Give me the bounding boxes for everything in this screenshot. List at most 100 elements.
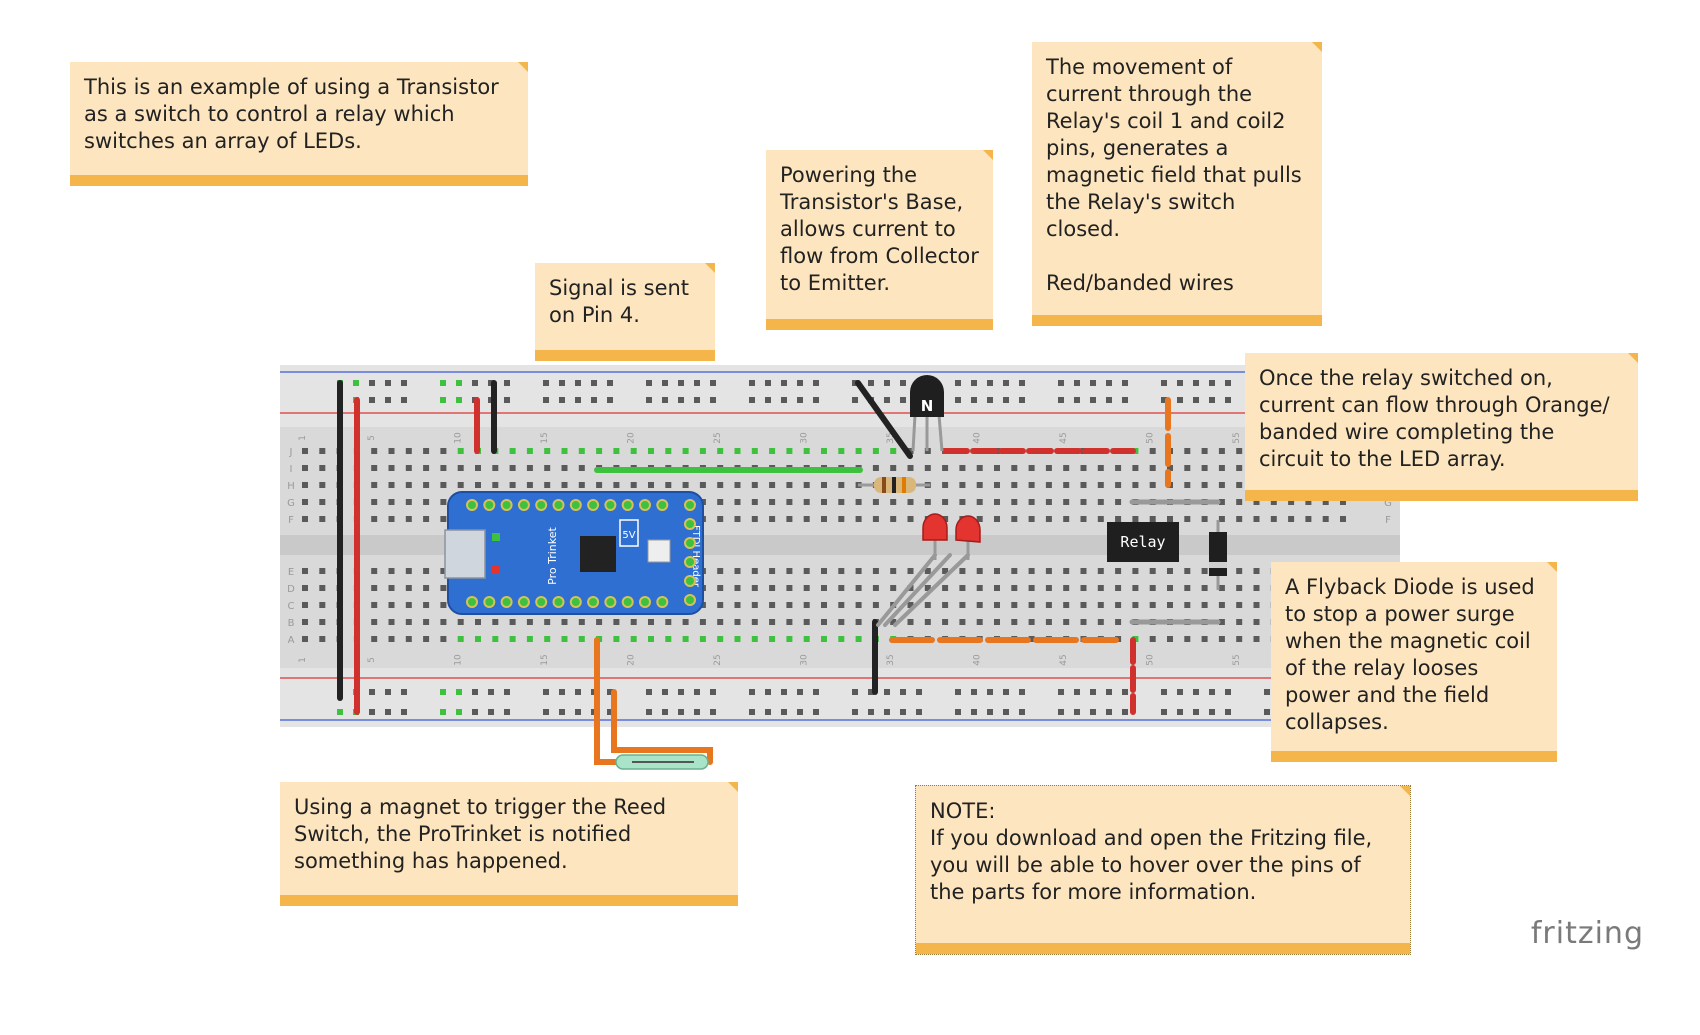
breadboard-hole (401, 380, 407, 386)
breadboard-hole (1045, 602, 1052, 608)
breadboard-hole (900, 689, 906, 695)
breadboard-hole (1011, 619, 1018, 625)
breadboard-hole (472, 689, 478, 695)
breadboard-hole (900, 380, 906, 386)
breadboard-hole (1201, 636, 1208, 642)
breadboard-hole (401, 397, 407, 403)
breadboard-hole (544, 465, 551, 471)
breadboard-hole (388, 465, 395, 471)
transistor-label: N (921, 397, 934, 415)
breadboard-hole (1063, 499, 1070, 505)
breadboard-hole (1080, 602, 1087, 608)
breadboard-hole (388, 636, 395, 642)
breadboard-hole (440, 448, 447, 454)
breadboard-hole (302, 499, 308, 505)
breadboard-hole (456, 689, 462, 695)
breadboard-hole (872, 465, 879, 471)
breadboard-hole (765, 709, 771, 715)
breadboard-hole (976, 568, 983, 574)
breadboard-hole (987, 689, 993, 695)
breadboard-hole (1090, 397, 1096, 403)
trinket-pin (483, 499, 496, 511)
fritzing-logo: fritzing (1530, 916, 1644, 951)
pro-trinket-board: 5V Pro Trinket FTDI Header (444, 491, 704, 615)
breadboard-hole (319, 636, 326, 642)
breadboard-hole (646, 380, 652, 386)
breadboard-hole (942, 465, 949, 471)
diode-body (1209, 532, 1227, 576)
breadboard-hole (976, 585, 983, 591)
breadboard-hole (1149, 465, 1156, 471)
breadboard-hole (423, 499, 430, 505)
row-letter: D (287, 584, 295, 595)
breadboard-hole (694, 380, 700, 386)
breadboard-hole (405, 585, 412, 591)
breadboard-hole (1132, 568, 1139, 574)
breadboard-hole (646, 689, 652, 695)
breadboard-hole (1193, 397, 1199, 403)
breadboard-hole (662, 397, 668, 403)
breadboard-hole (492, 482, 499, 488)
breadboard-hole (1132, 585, 1139, 591)
breadboard-hole (662, 689, 668, 695)
breadboard-hole (578, 465, 585, 471)
breadboard-hole (665, 448, 672, 454)
breadboard-hole (1074, 380, 1080, 386)
wires (337, 380, 1221, 765)
breadboard-hole (561, 619, 568, 625)
breadboard-hole (710, 689, 716, 695)
breadboard-hole (855, 585, 862, 591)
breadboard-hole (1218, 585, 1225, 591)
breadboard-hole (855, 619, 862, 625)
breadboard-hole (678, 397, 684, 403)
breadboard-hole (987, 397, 993, 403)
resistor (858, 477, 930, 493)
breadboard-hole (648, 448, 654, 454)
breadboard-hole (994, 482, 1000, 488)
breadboard-hole (1063, 619, 1070, 625)
breadboard-hole (872, 602, 879, 608)
breadboard-hole (388, 568, 395, 574)
breadboard-hole (786, 448, 793, 454)
breadboard-hole (613, 619, 620, 625)
wire-black-diagonal (855, 380, 913, 459)
breadboard-hole (890, 448, 897, 454)
breadboard-hole (710, 380, 716, 386)
breadboard-hole (401, 709, 407, 715)
led-array (922, 513, 981, 560)
breadboard-hole (751, 636, 758, 642)
breadboard-hole (710, 709, 716, 715)
breadboard-hole (1115, 465, 1122, 471)
breadboard-hole (575, 709, 581, 715)
diode-band (1209, 562, 1227, 568)
breadboard-hole (1236, 636, 1243, 642)
breadboard-hole (423, 482, 430, 488)
breadboard-hole (302, 636, 308, 642)
breadboard-hole (559, 380, 565, 386)
column-number: 25 (713, 432, 723, 443)
breadboard-hole (423, 636, 430, 642)
row-letter: H (287, 481, 295, 492)
row-letter: F (1385, 515, 1391, 526)
breadboard-hole (765, 397, 771, 403)
breadboard-hole (1063, 482, 1070, 488)
breadboard-hole (1209, 689, 1215, 695)
breadboard-hole (509, 619, 516, 625)
breadboard-hole (457, 636, 464, 642)
breadboard-hole (1115, 568, 1122, 574)
breadboard-hole (388, 619, 395, 625)
breadboard-hole (353, 380, 359, 386)
breadboard-hole (838, 482, 845, 488)
wire-gray-led-leg-1 (876, 553, 937, 627)
trinket-pin (535, 499, 548, 511)
breadboard-hole (699, 636, 706, 642)
breadboard-hole (994, 568, 1000, 574)
breadboard-hole (319, 619, 326, 625)
breadboard-hole (855, 602, 862, 608)
breadboard-hole (813, 709, 819, 715)
breadboard-hole (1305, 499, 1312, 505)
breadboard-hole (1218, 602, 1225, 608)
column-number: 30 (800, 432, 810, 444)
breadboard-hole (959, 585, 966, 591)
breadboard-hole (1080, 499, 1087, 505)
